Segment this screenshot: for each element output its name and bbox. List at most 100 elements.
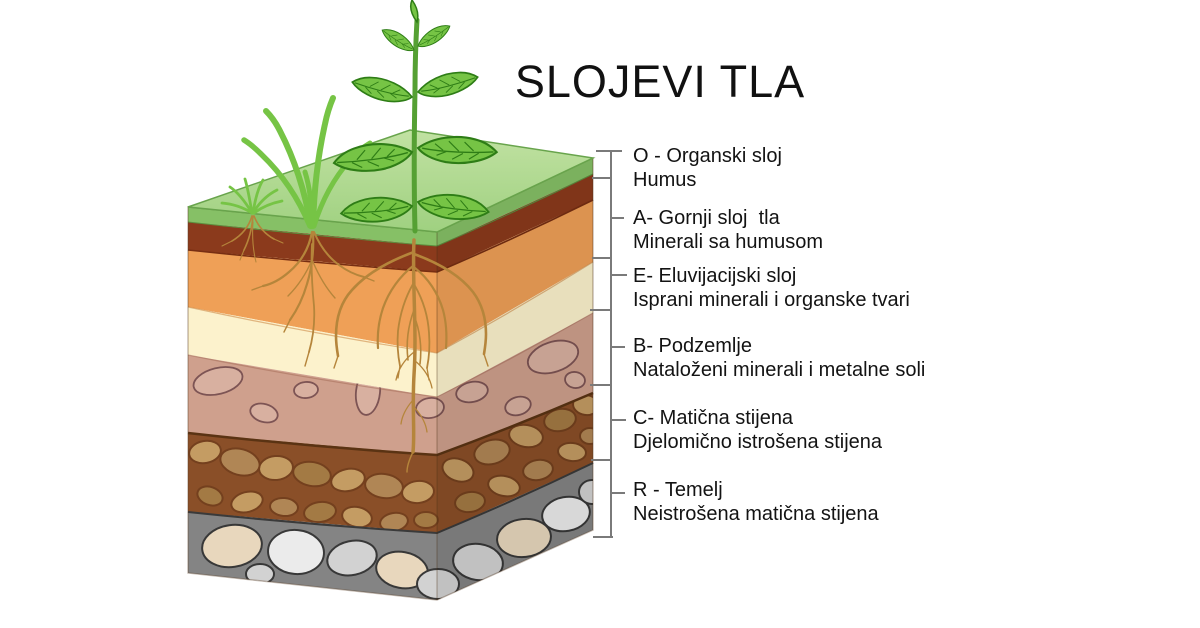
layer-desc: Neistrošena matična stijena xyxy=(633,503,879,525)
stone xyxy=(541,495,591,533)
root xyxy=(376,264,415,350)
plant-bud xyxy=(409,0,419,24)
stone xyxy=(557,441,587,463)
layer-code: B- Podzemlje xyxy=(633,335,752,357)
stone xyxy=(578,479,593,505)
layer-label-c: C- Matična stijena Djelomično istrošena … xyxy=(633,406,1033,454)
grass-blade xyxy=(252,199,284,215)
plant-stem xyxy=(411,17,420,234)
right-face-shading xyxy=(437,158,593,600)
boundary-e-b xyxy=(187,312,594,398)
r-horizon-rocks xyxy=(201,479,593,600)
stone xyxy=(292,460,332,488)
stone xyxy=(579,427,593,445)
small-grass-tuft xyxy=(220,177,284,215)
boundary-a-e xyxy=(187,261,594,354)
horizon-o-humus-band xyxy=(188,174,593,272)
layer-label-a: A- Gornji sloj tla Minerali sa humusom xyxy=(633,206,1033,254)
ruler-boundary-ticks xyxy=(590,150,622,538)
root xyxy=(414,285,431,369)
stone xyxy=(508,423,544,449)
grass-blade xyxy=(302,169,315,229)
stone xyxy=(196,485,224,507)
stone xyxy=(201,523,263,569)
layer-desc: Djelomično istrošena stijena xyxy=(633,431,883,453)
stone xyxy=(564,371,586,389)
roots xyxy=(221,215,489,473)
plants xyxy=(220,0,499,234)
layer-label-o: O - Organski sloj Humus xyxy=(633,144,1033,192)
stone xyxy=(303,500,337,524)
boundary-c-r xyxy=(187,462,594,535)
root xyxy=(413,266,448,350)
layer-desc: Isprani minerali i organske tvari xyxy=(633,289,910,311)
layer-desc: Nataloženi minerali i metalne soli xyxy=(633,359,926,381)
leaf-icon xyxy=(378,24,418,56)
layer-desc: Minerali sa humusom xyxy=(633,231,824,253)
root xyxy=(395,351,433,433)
layer-label-r: R - Temelj Neistrošena matična stijena xyxy=(633,478,1033,526)
horizon-e-band xyxy=(188,262,593,397)
stone xyxy=(219,447,261,477)
stone xyxy=(330,467,366,493)
root xyxy=(396,283,414,367)
root xyxy=(288,230,315,322)
root xyxy=(261,230,314,288)
root xyxy=(333,353,489,473)
stone xyxy=(230,490,264,514)
root xyxy=(406,309,415,361)
stone xyxy=(455,380,489,404)
leaf-icon xyxy=(349,71,416,108)
horizon-b-band xyxy=(188,313,593,455)
grass-blade xyxy=(263,108,314,229)
stone xyxy=(267,528,325,576)
leaf-icon xyxy=(414,66,481,103)
root xyxy=(251,259,375,367)
stone xyxy=(441,457,475,483)
root xyxy=(411,238,417,454)
boundary-sod-humus xyxy=(187,173,594,247)
stone xyxy=(401,479,435,505)
grass-blade xyxy=(241,137,313,229)
stone xyxy=(364,472,404,500)
stone xyxy=(454,490,486,514)
stone xyxy=(543,407,577,433)
layer-desc: Humus xyxy=(633,169,697,191)
stone xyxy=(496,517,552,559)
layer-code: A- Gornji sloj tla xyxy=(633,207,780,229)
main-leafy-plant xyxy=(331,0,499,234)
layer-label-e: E- Eluvijacijski sloj Isprani minerali i… xyxy=(633,264,1033,312)
root xyxy=(413,315,422,365)
stone xyxy=(413,511,439,529)
grass-blade xyxy=(243,177,254,215)
root xyxy=(231,215,275,251)
stone xyxy=(269,496,299,518)
stone xyxy=(293,381,319,399)
c-horizon-stones xyxy=(188,393,593,533)
stone xyxy=(522,458,554,482)
boundary-b-c xyxy=(187,391,594,457)
layer-code: E- Eluvijacijski sloj xyxy=(633,265,797,287)
stone xyxy=(192,366,244,396)
layer-ruler xyxy=(590,150,627,538)
stone xyxy=(473,438,511,466)
grass-blade xyxy=(251,188,279,215)
b-horizon-stones xyxy=(192,339,586,424)
page-title: SLOJEVI TLA xyxy=(514,56,806,107)
root xyxy=(412,252,488,356)
ruler-label-ticks xyxy=(611,217,627,494)
layer-code: O - Organski sloj xyxy=(633,145,782,167)
stone xyxy=(504,395,532,417)
root xyxy=(334,250,416,358)
grass-blade xyxy=(310,95,336,229)
boundary-humus-a xyxy=(187,199,594,273)
layer-code: R - Temelj xyxy=(633,479,723,501)
stone xyxy=(188,439,222,465)
stone xyxy=(487,474,521,498)
leaf-icon xyxy=(414,20,454,52)
root xyxy=(313,231,365,278)
layer-code: C- Matična stijena xyxy=(633,407,794,429)
root xyxy=(221,221,284,263)
